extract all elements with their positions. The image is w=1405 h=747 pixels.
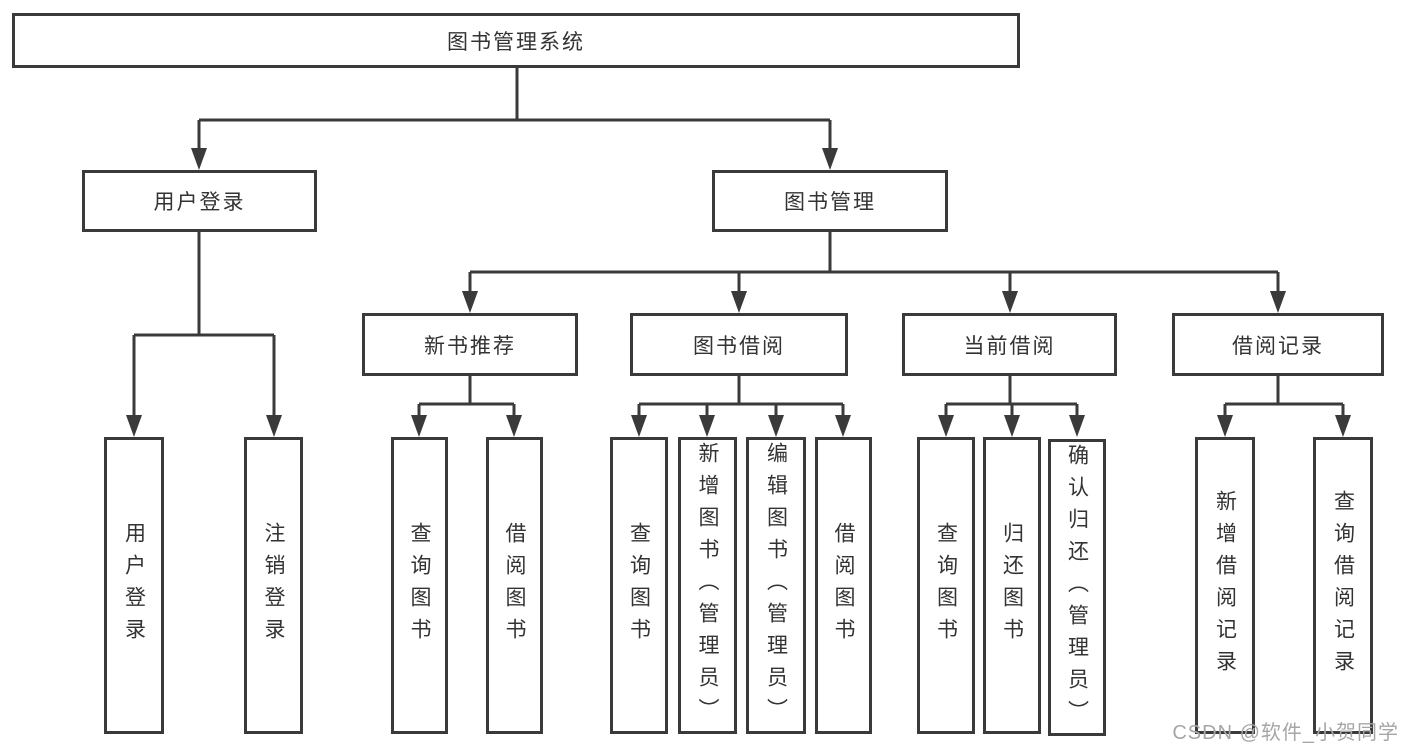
node-label: 图书管理 — [784, 191, 876, 214]
node-book-management: 图书管理 — [712, 170, 948, 232]
connector-book-management-to-level2 — [468, 232, 1280, 297]
leaf-query-books-recommend: 查询图书 — [391, 437, 448, 734]
leaf-borrow-books: 借阅图书 — [815, 437, 872, 734]
leaf-borrow-books-recommend: 借阅图书 — [486, 437, 543, 734]
node-library-management-system: 图书管理系统 — [12, 13, 1020, 68]
leaf-label: 查询借阅记录 — [1331, 489, 1355, 682]
node-label: 新书推荐 — [424, 334, 516, 358]
leaf-add-book-admin: 新增图书（管理员） — [678, 437, 737, 734]
node-current-borrow: 当前借阅 — [902, 313, 1117, 376]
leaf-query-books-borrow: 查询图书 — [610, 437, 668, 734]
leaf-return-book: 归还图书 — [983, 437, 1041, 734]
leaf-label: 新增图书（管理员） — [696, 441, 719, 730]
leaf-label: 确认归还（管理员） — [1065, 443, 1089, 732]
node-label: 图书借阅 — [693, 334, 785, 358]
csdn-watermark: CSDN @软件_小贺同学 — [1172, 722, 1399, 744]
leaf-label: 注销登录 — [262, 521, 285, 650]
node-label: 图书管理系统 — [447, 30, 585, 54]
leaf-add-borrow-record: 新增借阅记录 — [1195, 437, 1255, 734]
leaf-label: 用户登录 — [122, 521, 146, 650]
leaf-confirm-return-admin: 确认归还（管理员） — [1048, 439, 1106, 736]
leaf-label: 新增借阅记录 — [1213, 489, 1237, 682]
leaf-label: 归还图书 — [1000, 521, 1024, 650]
connector-new-book-to-leaves — [417, 376, 516, 421]
node-label: 借阅记录 — [1232, 334, 1324, 358]
node-borrow-records: 借阅记录 — [1172, 313, 1384, 376]
node-user-login: 用户登录 — [82, 170, 317, 232]
leaf-label: 查询图书 — [627, 521, 651, 650]
leaf-label: 借阅图书 — [832, 521, 855, 650]
leaf-label: 查询图书 — [408, 521, 431, 650]
node-new-book-recommend: 新书推荐 — [362, 313, 578, 376]
leaf-logout: 注销登录 — [244, 437, 303, 734]
node-book-borrow: 图书借阅 — [630, 313, 848, 376]
node-label: 当前借阅 — [963, 334, 1056, 358]
connector-root-to-level1 — [197, 68, 832, 152]
connector-user-login-to-leaves — [132, 232, 276, 421]
leaf-user-login: 用户登录 — [104, 437, 164, 734]
leaf-query-borrow-record: 查询借阅记录 — [1313, 437, 1373, 734]
leaf-label: 借阅图书 — [503, 521, 526, 650]
leaf-label: 编辑图书（管理员） — [764, 441, 788, 730]
leaf-edit-book-admin: 编辑图书（管理员） — [746, 437, 806, 734]
connector-current-borrow-to-leaves — [944, 376, 1079, 421]
connector-borrow-records-to-leaves — [1223, 376, 1345, 421]
node-label: 用户登录 — [153, 191, 246, 214]
connector-book-borrow-to-leaves — [637, 376, 845, 421]
leaf-label: 查询图书 — [934, 521, 958, 650]
leaf-query-books-current: 查询图书 — [917, 437, 975, 734]
